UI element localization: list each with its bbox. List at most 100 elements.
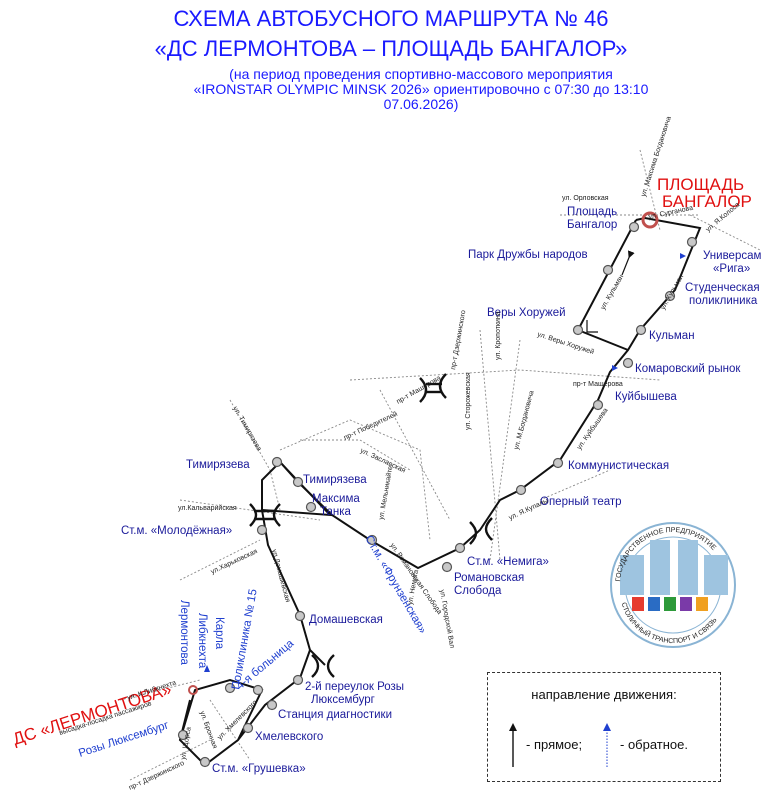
street-label: ул. Кропоткина <box>495 311 502 360</box>
title-line-1: СХЕМА АВТОБУСНОГО МАРШРУТА № 46 <box>173 6 609 31</box>
title-line-2: «ДС ЛЕРМОНТОВА – ПЛОЩАДЬ БАНГАЛОР» <box>154 36 628 61</box>
street-label: ул.Харьковская <box>210 548 259 576</box>
terminus-north-line1: ПЛОЩАДЬ <box>657 175 744 194</box>
stop-marker[interactable] <box>271 456 283 468</box>
stop-marker[interactable] <box>602 264 614 276</box>
turn-arrow-icon <box>586 320 598 333</box>
stop-marker[interactable] <box>441 561 453 573</box>
direct-arrow-icon <box>509 723 517 767</box>
street-label: пр-т Машерова <box>396 375 443 406</box>
street-label: пр-т Дзержинского <box>450 310 467 371</box>
direct-arrow-icon <box>621 250 635 276</box>
terminus-north-line2: БАНГАЛОР <box>662 192 752 211</box>
stop-marker[interactable] <box>454 542 466 554</box>
terminus-north-icon <box>641 211 659 229</box>
legend-title: направление движения: <box>531 687 677 702</box>
stop-label: Оперный театр <box>540 496 622 508</box>
street-label: ул. Кульман <box>660 274 686 311</box>
stop-marker[interactable] <box>664 290 676 302</box>
stop-label: Ст.м. «Немига» <box>467 556 549 568</box>
stop-marker[interactable] <box>622 357 634 369</box>
street-label: ул. Городской Вал <box>438 589 456 649</box>
street-label: ул. Тимирязева <box>231 406 262 453</box>
stop-marker[interactable] <box>552 457 564 469</box>
stop-label: Ст.м. «Молодёжная» <box>121 525 232 537</box>
stop-marker[interactable] <box>256 524 268 536</box>
stop-marker[interactable] <box>366 534 378 546</box>
stop-marker[interactable] <box>572 324 584 336</box>
stop-marker[interactable] <box>266 699 278 711</box>
stop-marker[interactable] <box>294 610 306 622</box>
stop-marker[interactable] <box>292 476 304 488</box>
street-label: ул. Кульман <box>600 274 626 311</box>
stop-label: Лермонтова <box>178 600 190 666</box>
legend-direct: - прямое; <box>526 737 583 752</box>
stop-marker[interactable] <box>686 236 698 248</box>
stop-marker[interactable] <box>177 729 189 741</box>
street-label: пр-т Дзержинского <box>128 760 186 792</box>
stop-label: Ст.м. «Грушевка» <box>212 763 306 775</box>
stop-label: 2-й переулок Розы <box>305 681 404 693</box>
stop-label: Романовская <box>454 572 524 584</box>
stop-label: Парк Дружбы народов <box>468 249 588 261</box>
stop-marker[interactable] <box>635 324 647 336</box>
stop-label: Коммунистическая <box>568 460 669 472</box>
stop-label: поликлиника <box>689 295 758 307</box>
street-label: ул. Орловская <box>562 195 609 202</box>
subtitle-line-1: (на период проведения спортивно-массовог… <box>229 66 613 82</box>
street-label: ул.Домашевская <box>270 549 291 604</box>
reverse-arrow-icon <box>603 723 611 767</box>
subtitle-line-3: 07.06.2026) <box>383 96 459 112</box>
stop-marker[interactable] <box>224 682 236 694</box>
company-logo: ГОСУДАРСТВЕННОЕ ПРЕДПРИЯТИЕ СТОЛИЧНЫЙ ТР… <box>610 522 736 648</box>
stop-marker[interactable] <box>305 501 317 513</box>
street-label: ул. Я.Купалы <box>508 497 550 521</box>
street-label: ул. Бронная <box>198 710 218 749</box>
bridge-icon <box>311 654 335 678</box>
street-label: ул.Кальварийская <box>178 504 237 512</box>
stop-label: Слобода <box>454 585 502 597</box>
stop-marker[interactable] <box>628 221 640 233</box>
street-label: ул. Мельникайте <box>377 465 394 520</box>
street-label: ул. Заславская <box>359 447 407 474</box>
stops <box>177 221 698 768</box>
reverse-arrow-icon <box>612 365 618 371</box>
stop-label: Куйбышева <box>615 391 677 403</box>
stop-label: Домашевская <box>309 614 383 626</box>
street-label: ул. М.Богдановича <box>513 390 536 451</box>
stop-label: Бангалор <box>567 219 617 231</box>
stop-label: Станция диагностики <box>278 709 392 721</box>
stop-label: Хмелевского <box>255 731 323 743</box>
stop-marker[interactable] <box>292 674 304 686</box>
terminus-south-icon <box>188 685 198 695</box>
stop-label: Комаровский рынок <box>635 363 741 375</box>
stop-marker[interactable] <box>199 756 211 768</box>
stop-label: Универсам <box>703 250 761 262</box>
stop-label: Танка <box>320 506 352 518</box>
stop-marker[interactable] <box>242 722 254 734</box>
stop-label: Карла <box>213 617 225 650</box>
stop-label: Тимирязева <box>303 474 367 486</box>
legend: направление движения: - прямое; - обратн… <box>487 672 721 782</box>
stop-label: Площадь <box>567 206 617 218</box>
bridge-icon <box>249 503 281 527</box>
stop-marker[interactable] <box>592 399 604 411</box>
subtitle-line-2: «IRONSTAR OLYMPIC MINSK 2026» ориентиров… <box>193 81 649 97</box>
stop-label: «Рига» <box>713 263 750 275</box>
stop-marker[interactable] <box>515 484 527 496</box>
legend-reverse: - обратное. <box>620 737 688 752</box>
street-label: ул. Сторожевская <box>465 372 472 430</box>
stop-marker[interactable] <box>252 684 264 696</box>
stop-label: Либкнехта <box>196 613 208 669</box>
stop-label: Веры Хоружей <box>487 307 566 319</box>
stop-label: Тимирязева <box>186 459 250 471</box>
reverse-arrow-icon <box>204 665 210 672</box>
stop-label: Максима <box>312 493 360 505</box>
bridge-icon <box>419 373 447 403</box>
reverse-arrow-icon <box>680 253 686 259</box>
stop-label: Кульман <box>649 330 695 342</box>
stop-label: Люксембург <box>311 694 375 706</box>
bridge-icon <box>469 517 493 545</box>
street-label: пр-т Машерова <box>573 381 623 388</box>
